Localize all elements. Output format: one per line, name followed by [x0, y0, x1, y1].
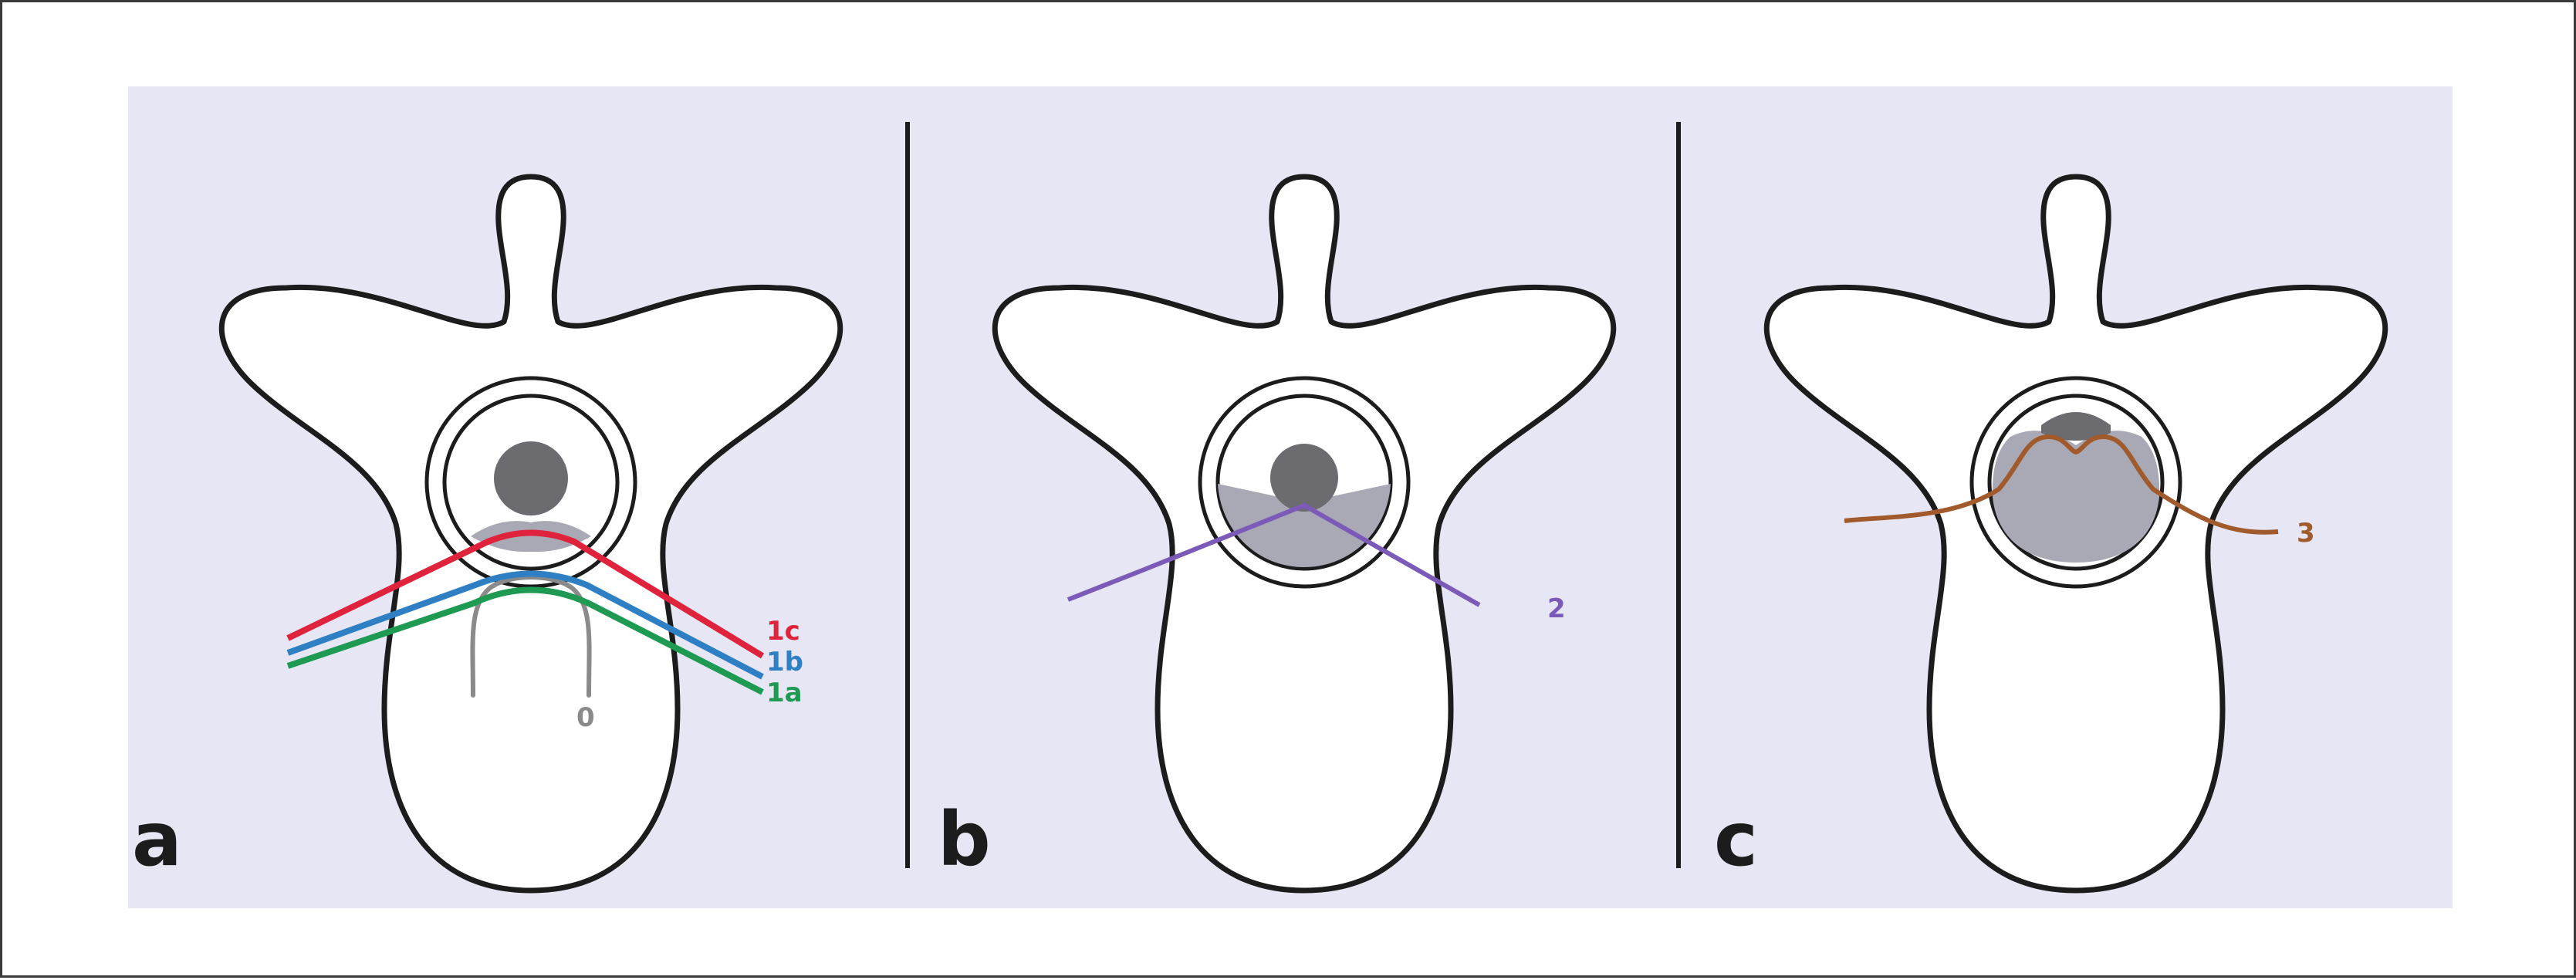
panel-letter-b: b [938, 796, 991, 883]
label-3: 3 [2297, 518, 2315, 549]
dural-ring-outer [424, 376, 637, 589]
spinal-cord [2041, 412, 2111, 441]
dural-ring-outer [1969, 376, 2182, 589]
spinal-cord [494, 441, 568, 515]
dural-ring-inner [1987, 394, 2165, 571]
shaded-region [1992, 431, 2160, 563]
label-2: 2 [1547, 593, 1566, 624]
label-1c: 1c [766, 616, 800, 647]
shaded-region [471, 521, 591, 553]
panel-a: 1c 1b 1a 0 [221, 177, 840, 890]
panel-b: 2 [995, 177, 1613, 890]
spinal-cord [1270, 444, 1338, 512]
line-1a [286, 586, 764, 695]
line-1b [286, 570, 764, 680]
label-0: 0 [576, 702, 595, 733]
dural-ring-inner [1215, 394, 1393, 571]
line-1c [286, 529, 765, 659]
label-1a: 1a [766, 678, 803, 708]
label-1b: 1b [766, 647, 803, 678]
dural-ring-inner [442, 394, 620, 571]
line-0 [470, 575, 592, 698]
panel-letter-c: c [1714, 796, 1758, 883]
panel-letter-a: a [132, 796, 182, 883]
line-3 [1844, 434, 2279, 535]
shaded-region [1218, 484, 1391, 567]
panel-c: 3 [1766, 177, 2385, 890]
line-2 [1067, 502, 1481, 607]
dural-ring-outer [1198, 376, 1411, 589]
